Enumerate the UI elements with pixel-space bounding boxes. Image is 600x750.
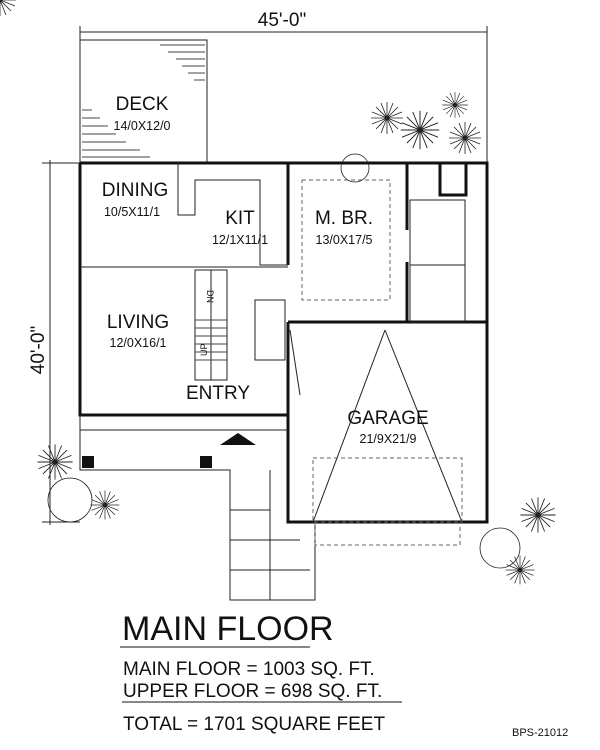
upper-floor-area: UPPER FLOOR = 698 SQ. FT. — [123, 681, 382, 702]
stairs: DN UP — [194, 269, 228, 381]
room-name-living: LIVING — [107, 312, 169, 333]
room-name-garage: GARAGE — [347, 408, 428, 429]
stairs-down-label: DN — [205, 290, 215, 303]
room-size-deck: 14/0X12/0 — [114, 119, 171, 133]
depth-label: 40'-0" — [28, 326, 49, 374]
room-size-kitchen: 12/1X11/1 — [212, 233, 268, 247]
porch — [79, 415, 316, 601]
stairs-up-label: UP — [199, 343, 209, 356]
trees — [0, 0, 557, 585]
room-name-kitchen: KIT — [225, 208, 255, 229]
width-label: 45'-0" — [258, 10, 306, 31]
entry-arrow-icon — [220, 433, 256, 445]
room-size-living: 12/0X16/1 — [110, 336, 167, 350]
room-size-master-bedroom: 13/0X17/5 — [316, 233, 373, 247]
room-name-deck: DECK — [116, 94, 169, 115]
depth-dimension: 40'-0" — [28, 160, 80, 525]
room-name-entry: ENTRY — [186, 383, 250, 404]
main-floor-area: MAIN FLOOR = 1003 SQ. FT. — [123, 659, 375, 680]
room-size-dining: 10/5X11/1 — [104, 205, 160, 219]
room-name-dining: DINING — [102, 180, 169, 201]
room-size-garage: 21/9X21/9 — [360, 432, 417, 446]
garage — [312, 329, 463, 546]
total-area: TOTAL = 1701 SQUARE FEET — [123, 714, 385, 735]
plan-title: MAIN FLOOR — [122, 610, 334, 648]
room-name-master-bedroom: M. BR. — [315, 208, 373, 229]
plan-code: BPS-21012 — [512, 727, 568, 739]
